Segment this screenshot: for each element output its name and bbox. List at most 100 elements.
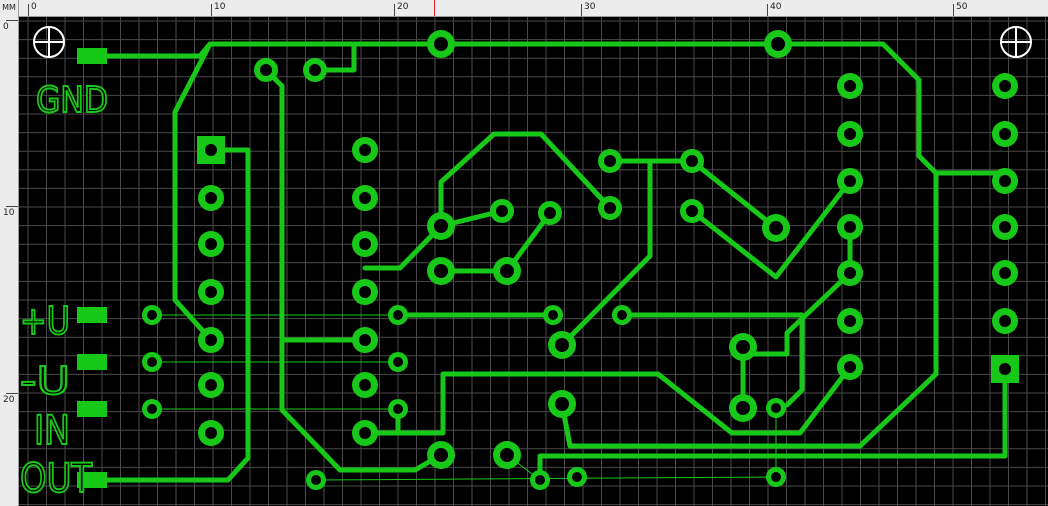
component-pad (427, 441, 455, 469)
ic1-pad (198, 279, 224, 305)
ic1-pad (352, 420, 378, 446)
header-pad (992, 308, 1018, 334)
ruler-top-label-50: 50 (956, 2, 968, 12)
silkscreen-labels: GND +U -U IN OUT (19, 79, 109, 503)
label-plus-u: +U (20, 299, 70, 343)
ic1-pad (198, 231, 224, 257)
component-pad (254, 58, 278, 82)
component-pad (490, 199, 514, 223)
ic1-pad (198, 420, 224, 446)
ruler-left-tick-10 (6, 206, 18, 207)
via-pad (388, 305, 408, 325)
component-pad (764, 30, 792, 58)
connector-pad (77, 472, 107, 488)
ruler-top-tick-0 (28, 4, 29, 16)
ic1-pad (352, 279, 378, 305)
ic2-pad (837, 73, 863, 99)
component-pad (680, 149, 704, 173)
component-pad (548, 331, 576, 359)
horizontal-ruler: 0 10 20 30 40 50 (0, 0, 1048, 17)
ruler-top-tick-30 (581, 4, 582, 16)
via-pad (543, 305, 563, 325)
label-in: IN (34, 408, 70, 454)
ic2-pad (837, 308, 863, 334)
header-pad (992, 168, 1018, 194)
via-pad (766, 467, 786, 487)
component-pads (77, 30, 1019, 490)
header-pad (992, 260, 1018, 286)
header-pad (992, 73, 1018, 99)
ruler-top-label-20: 20 (397, 2, 409, 12)
component-pad (598, 196, 622, 220)
ruler-left-tick-0 (6, 20, 18, 21)
via-pad (388, 399, 408, 419)
ruler-top-label-10: 10 (214, 2, 226, 12)
via-pad (612, 305, 632, 325)
via-pad (142, 352, 162, 372)
ic2-pad (837, 168, 863, 194)
mounting-holes (33, 26, 1032, 58)
connector-pad (77, 307, 107, 323)
connector-pad (77, 354, 107, 370)
ruler-top-label-0: 0 (31, 2, 37, 12)
via-pad (530, 470, 550, 490)
component-pad (427, 257, 455, 285)
component-pad (538, 201, 562, 225)
via-pad (306, 470, 326, 490)
ic1-pad (352, 327, 378, 353)
component-pad (729, 333, 757, 361)
ic2-pad (837, 121, 863, 147)
component-pad (762, 214, 790, 242)
ic1-pad (352, 372, 378, 398)
component-pad (303, 58, 327, 82)
component-pad (427, 212, 455, 240)
mounting-hole-left (33, 26, 65, 58)
ruler-left-label-20: 20 (3, 395, 15, 405)
ruler-top-tick-10 (211, 4, 212, 16)
component-pad (729, 394, 757, 422)
label-gnd: GND (36, 80, 108, 121)
ic2-pad (837, 214, 863, 240)
connector-pad (77, 48, 107, 64)
label-out: OUT (20, 456, 92, 502)
component-pad (680, 199, 704, 223)
via-pad (142, 305, 162, 325)
ruler-top-tick-20 (394, 4, 395, 16)
ruler-left-tick-20 (6, 393, 18, 394)
mounting-hole-right (1000, 26, 1032, 58)
header-pad (992, 121, 1018, 147)
component-pad (548, 390, 576, 418)
ruler-top-tick-50 (953, 4, 954, 16)
ic1-pad (352, 185, 378, 211)
ruler-top-tick-40 (767, 4, 768, 16)
component-pad (598, 149, 622, 173)
copper-traces (89, 41, 1008, 483)
connector-pad (77, 401, 107, 417)
ic1-pad (198, 185, 224, 211)
component-pad (427, 30, 455, 58)
via-pad (142, 399, 162, 419)
ic1-pad (198, 327, 224, 353)
component-pad (493, 441, 521, 469)
via-pad (388, 352, 408, 372)
ruler-left-label-10: 10 (3, 208, 15, 218)
via-pad (567, 467, 587, 487)
ic1-pad (352, 137, 378, 163)
ic1-pad (352, 231, 378, 257)
ruler-left-label-0: 0 (3, 22, 9, 32)
ruler-unit-label: MM (0, 0, 18, 16)
component-pad (493, 257, 521, 285)
vertical-ruler: 0 10 20 (0, 0, 19, 506)
header-pin1-pad (991, 355, 1019, 383)
ruler-cursor-marker (434, 0, 435, 16)
ic1-pin1-pad (197, 136, 225, 164)
header-pad (992, 214, 1018, 240)
label-minus-u: -U (20, 359, 70, 403)
ic1-pad (198, 372, 224, 398)
ic2-pad (837, 354, 863, 380)
ic2-pad (837, 260, 863, 286)
ruler-top-label-30: 30 (584, 2, 596, 12)
ruler-top-label-40: 40 (770, 2, 782, 12)
